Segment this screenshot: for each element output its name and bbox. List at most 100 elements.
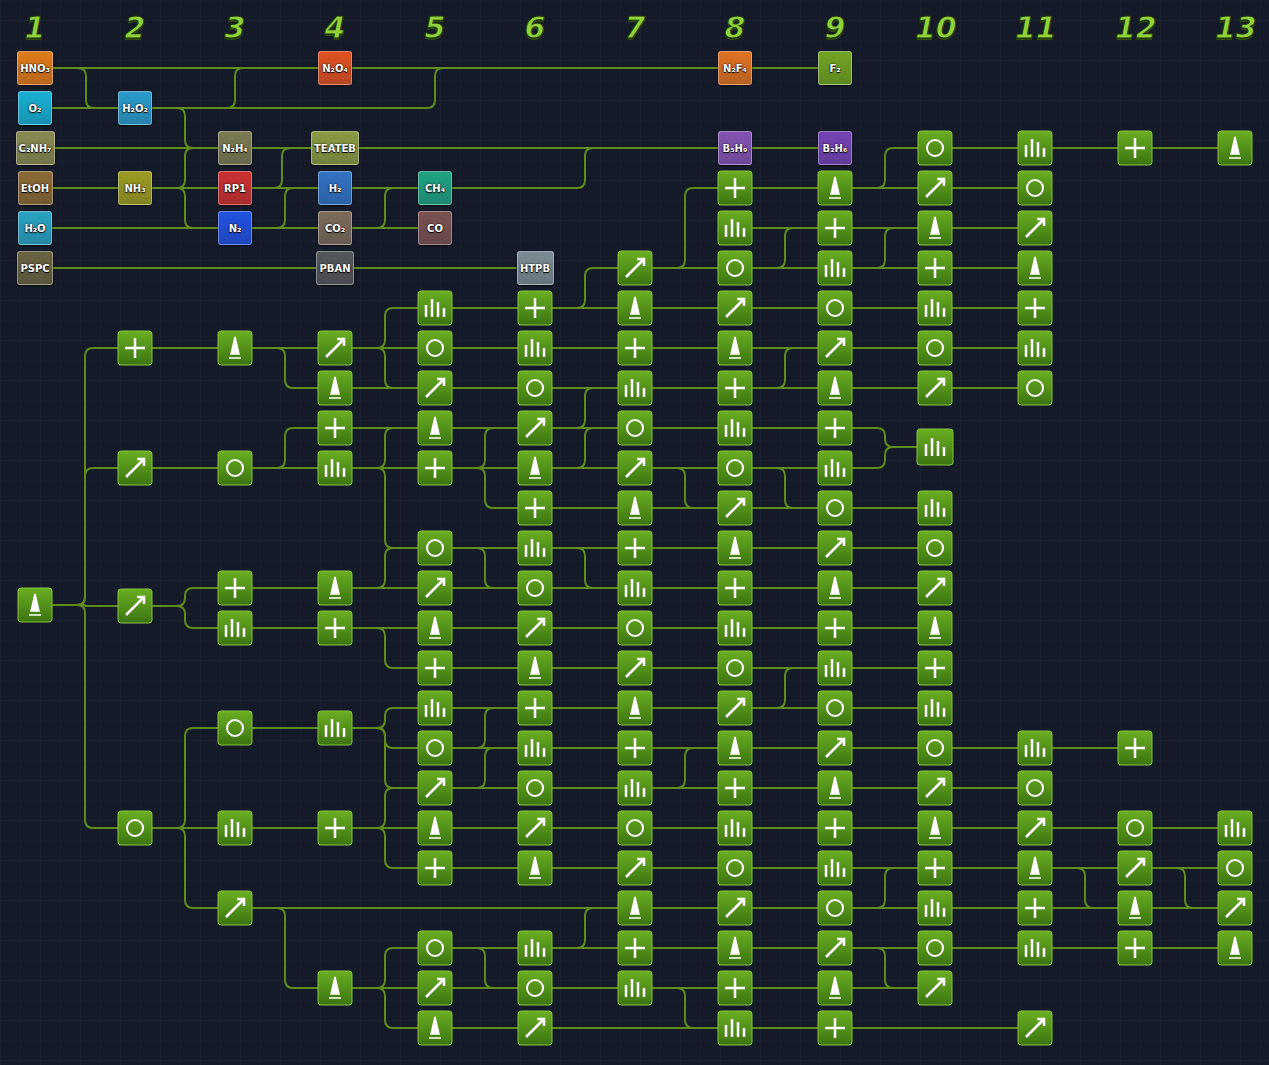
icon-tile [1018,811,1052,845]
tech-icon [618,371,652,405]
icon-tile [818,331,852,365]
icon-glyph [426,779,444,797]
tech-icon [618,851,652,885]
tech-icon [318,571,352,605]
icon-tile [618,771,652,805]
tech-wire [352,428,418,468]
tech-wire [852,1027,1018,1029]
icon-glyph [429,417,441,438]
tech-wire [552,667,618,669]
connector [152,68,718,108]
icon-tile [818,931,852,965]
tech-wire [1052,947,1118,949]
icon-glyph [426,699,444,717]
tech-wire [452,827,518,829]
icon-glyph [525,698,545,718]
icon-tile [1018,1011,1052,1045]
icon-glyph [925,258,945,278]
tech-icon [118,811,152,845]
icon-glyph [429,1017,441,1038]
column-number: 13 [1215,8,1255,48]
tech-wire [1052,827,1118,829]
icon-glyph [525,498,545,518]
tech-wire [352,548,418,588]
tech-wire [652,547,718,549]
icon-tile [918,731,952,765]
tech-wire [952,787,1018,789]
icon-glyph [226,899,244,917]
icon-tile [418,811,452,845]
tech-wire [752,668,818,708]
icon-glyph [326,459,344,477]
icon-glyph [625,938,645,958]
icon-tile [718,691,752,725]
tech-wire [952,867,1018,869]
icon-tile [1018,931,1052,965]
resource-box: H₂O [18,211,52,245]
tech-wire [452,708,518,748]
icon-glyph [729,737,741,758]
resource-label: H₂O [24,223,45,234]
icon-glyph [1125,938,1145,958]
tech-wire [952,307,1018,309]
icon-glyph [1026,219,1044,237]
icon-tile [1218,931,1252,965]
tech-icon [718,611,752,645]
tech-wire [1052,868,1118,908]
icon-glyph [625,738,645,758]
connector [752,147,818,149]
icon-glyph [929,217,941,238]
tech-wire [752,307,818,309]
icon-glyph [727,460,743,476]
icon-tile [718,291,752,325]
tech-wire [952,827,1018,829]
icon-glyph [626,579,644,597]
icon-tile [618,491,652,525]
icon-glyph [629,897,641,918]
tech-wire [452,867,518,869]
tech-wire [552,827,618,829]
icon-glyph [626,779,644,797]
connector [452,148,718,188]
icon-tile [1118,811,1152,845]
icon-tile [518,291,552,325]
icon-glyph [227,460,243,476]
tech-icon [818,571,852,605]
tech-icon [618,771,652,805]
icon-tile [818,171,852,205]
icon-tile [1018,731,1052,765]
icon-tile [418,411,452,445]
icon-glyph [425,858,445,878]
tech-icon [618,531,652,565]
tech-icon [1118,131,1152,165]
tech-icon [118,331,152,365]
icon-glyph [527,380,543,396]
tech-wire [352,708,418,728]
icon-tile [1018,371,1052,405]
icon-glyph [726,619,744,637]
tech-icon [1018,811,1052,845]
icon-glyph [927,740,943,756]
tech-icon [918,931,952,965]
tech-wire [852,507,918,509]
tech-icon [618,491,652,525]
tech-wire [652,188,718,268]
icon-tile [918,891,952,925]
tech-icon [718,811,752,845]
column-number: 1 [15,8,55,48]
tech-icon [418,611,452,645]
icon-glyph [325,418,345,438]
tech-wire [752,787,818,789]
connector [354,267,517,269]
icon-glyph [526,739,544,757]
tech-wire [452,387,518,389]
tech-wire [652,667,718,669]
tech-wire [452,347,518,349]
tech-icon [718,691,752,725]
tech-wire [252,348,318,388]
icon-tile [518,691,552,725]
icon-glyph [525,298,545,318]
icon-tile [918,491,952,525]
icon-glyph [926,699,944,717]
